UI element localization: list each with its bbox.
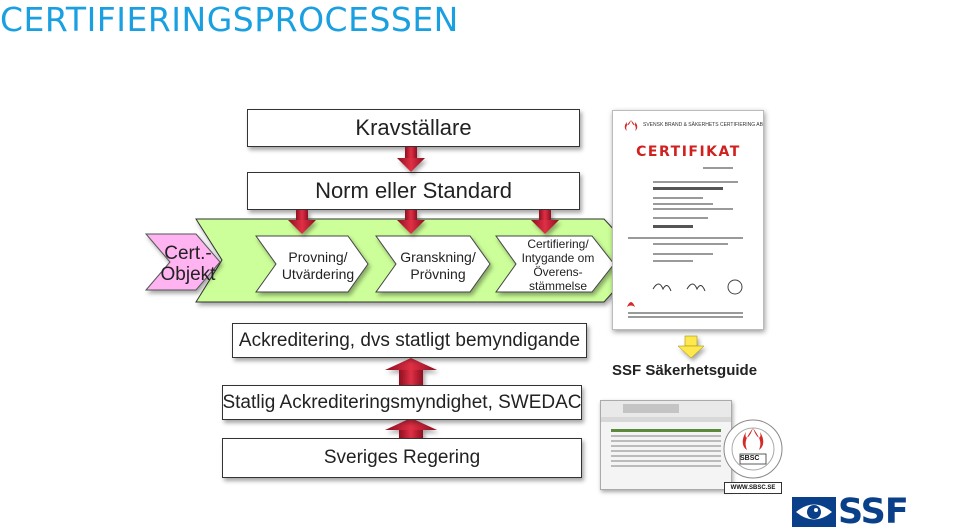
arrow-regering-to-swedac xyxy=(385,418,437,438)
object-label-line1: Cert.- xyxy=(164,243,212,264)
arrow-swedac-to-ackreditering xyxy=(385,358,437,386)
step-1-line1: Provning/ xyxy=(288,249,348,265)
object-label: Cert.- Objekt xyxy=(158,243,218,285)
sbsc-badge-text: SBSC xyxy=(740,455,760,462)
ackreditering-box: Ackreditering, dvs statligt bemyndigande xyxy=(232,323,587,358)
arrow-norm-to-step-1 xyxy=(288,210,316,234)
step-2-line2: Prövning xyxy=(410,266,466,282)
object-label-line2: Objekt xyxy=(160,264,216,285)
norm-box: Norm eller Standard xyxy=(247,172,580,210)
step-2-line1: Granskning/ xyxy=(400,249,476,265)
arrow-to-guide xyxy=(677,335,705,359)
step-3-line1: Certifiering/ xyxy=(527,237,589,251)
step-2-shape xyxy=(375,235,491,293)
regering-box: Sveriges Regering xyxy=(222,438,582,478)
guide-screenshot xyxy=(600,400,732,490)
step-3-line4: stämmelse xyxy=(528,279,587,293)
step-3-line2: Intygande om xyxy=(521,251,595,265)
regering-label: Sveriges Regering xyxy=(323,447,481,468)
arrow-norm-to-step-3 xyxy=(531,210,559,234)
sbsc-badge-icon xyxy=(723,419,783,479)
sbsc-website: WWW.SBSC.SE xyxy=(724,482,782,494)
kravstallare-label: Kravställare xyxy=(355,115,472,140)
step-3-line3: Överens- xyxy=(533,265,583,279)
certificate-heading: SVENSK BRAND & SÄKERHETS CERTIFIERING AB xyxy=(643,122,763,128)
step-3-shape xyxy=(495,235,615,293)
certificate-logo-icon xyxy=(624,120,638,131)
ackreditering-label: Ackreditering, dvs statligt bemyndigande xyxy=(238,329,581,351)
swedac-box: Statlig Ackrediteringsmyndighet, SWEDAC xyxy=(222,385,582,420)
object-shape xyxy=(144,233,221,291)
step-1-line2: Utvärdering xyxy=(281,266,355,282)
ssf-logo-icon xyxy=(792,497,836,527)
swedac-label: Statlig Ackrediteringsmyndighet, SWEDAC xyxy=(222,391,582,413)
arrow-norm-to-step-2 xyxy=(397,210,425,234)
certificate-title: CERTIFIKAT xyxy=(636,144,741,160)
ssf-logo-text: SSF xyxy=(838,492,909,532)
page-title: CERTIFIERINGSPROCESSEN xyxy=(0,0,459,39)
guide-label: SSF Säkerhetsguide xyxy=(612,362,758,379)
step-1-shape xyxy=(255,235,369,293)
certificate-body-text xyxy=(627,167,743,318)
kravstallare-box: Kravställare xyxy=(247,109,580,147)
certificate-document: SVENSK BRAND & SÄKERHETS CERTIFIERING AB… xyxy=(612,110,764,330)
step-3-label: Certifiering/ Intygande om Överens- stäm… xyxy=(510,237,606,293)
step-1-label: Provning/ Utvärdering xyxy=(270,249,366,283)
norm-label: Norm eller Standard xyxy=(315,178,512,203)
guide-table xyxy=(611,429,721,467)
arrow-krav-to-norm xyxy=(397,147,425,172)
step-2-label: Granskning/ Prövning xyxy=(390,249,486,283)
